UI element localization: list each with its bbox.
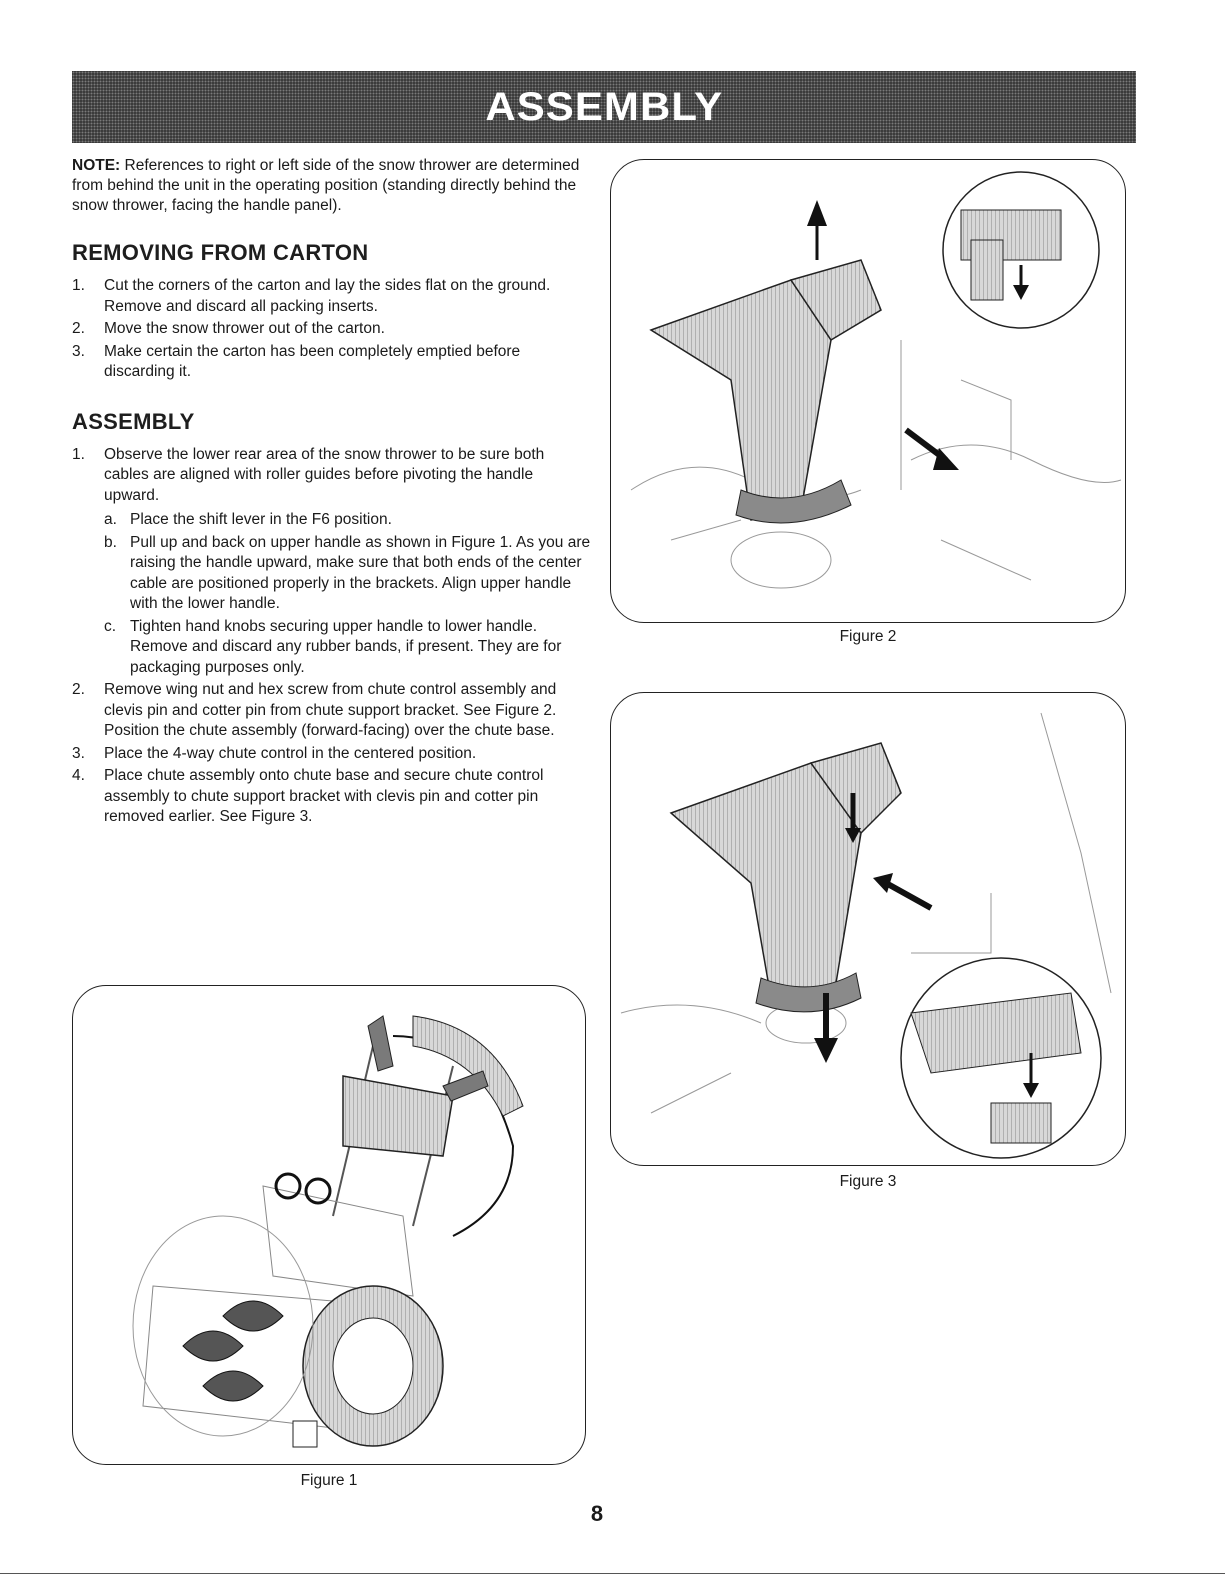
removing-heading: REMOVING FROM CARTON xyxy=(72,240,369,265)
left-column: NOTE: References to right or left side o… xyxy=(72,156,592,854)
step-text: Observe the lower rear area of the snow … xyxy=(104,445,545,504)
step-text: Place the 4-way chute control in the cen… xyxy=(104,744,477,762)
step-text: Move the snow thrower out of the carton. xyxy=(104,320,385,337)
step-text: Remove wing nut and hex screw from chute… xyxy=(104,681,557,739)
step-number: 3. xyxy=(72,342,85,360)
figure-1-illustration xyxy=(72,985,586,1465)
chute-install-drawing xyxy=(620,712,1112,1159)
figure-2-illustration xyxy=(610,159,1126,623)
removing-steps: 1. Cut the corners of the carton and lay … xyxy=(72,276,592,383)
page-title: ASSEMBLY xyxy=(485,84,723,129)
substep-letter: b. xyxy=(104,533,117,551)
removing-step-2: 2. Move the snow thrower out of the carto… xyxy=(72,319,592,340)
figure-3-caption: Figure 3 xyxy=(839,1173,897,1190)
note-label: NOTE: xyxy=(72,157,121,174)
substep-letter: a. xyxy=(104,511,117,528)
assembly-steps: 1. Observe the lower rear area of the sno… xyxy=(72,445,592,828)
step-number: 2. xyxy=(72,320,85,337)
header-banner: ASSEMBLY xyxy=(72,71,1136,143)
assembly-step-1: 1. Observe the lower rear area of the sno… xyxy=(72,445,592,679)
assembly-substeps: a. Place the shift lever in the F6 positi… xyxy=(104,510,592,678)
figure-1-caption: Figure 1 xyxy=(300,1472,358,1489)
step-text: Place chute assembly onto chute base and… xyxy=(104,767,544,825)
assembly-step-3: 3. Place the 4-way chute control in the c… xyxy=(72,744,592,765)
snow-thrower-drawing xyxy=(132,1015,524,1448)
assembly-substep-a: a. Place the shift lever in the F6 positi… xyxy=(104,510,592,531)
step-number: 4. xyxy=(72,767,85,784)
figure-3-illustration xyxy=(610,692,1126,1166)
step-text: Make certain the carton has been complet… xyxy=(104,342,521,381)
assembly-step-4: 4. Place chute assembly onto chute base a… xyxy=(72,766,592,828)
assembly-step-2: 2. Remove wing nut and hex screw from chu… xyxy=(72,680,592,742)
chute-removal-drawing xyxy=(630,171,1122,589)
assembly-substep-b: b. Pull up and back on upper handle as sh… xyxy=(104,533,592,615)
step-number: 1. xyxy=(72,445,85,463)
figure-2-caption: Figure 2 xyxy=(839,628,897,645)
substep-text: Tighten hand knobs securing upper handle… xyxy=(130,617,562,676)
substep-text: Pull up and back on upper handle as show… xyxy=(130,533,591,613)
assembly-substep-c: c. Tighten hand knobs securing upper hand… xyxy=(104,617,592,679)
step-number: 2. xyxy=(72,681,85,698)
removing-step-3: 3. Make certain the carton has been compl… xyxy=(72,342,592,383)
note-paragraph: NOTE: References to right or left side o… xyxy=(72,156,592,216)
step-text: Cut the corners of the carton and lay th… xyxy=(104,277,551,315)
note-text: References to right or left side of the … xyxy=(72,157,580,214)
step-number: 3. xyxy=(72,744,85,762)
bottom-rule xyxy=(0,1573,1225,1574)
page-number: 8 xyxy=(590,1501,604,1526)
step-number: 1. xyxy=(72,277,85,294)
assembly-heading: ASSEMBLY xyxy=(72,408,195,434)
removing-step-1: 1. Cut the corners of the carton and lay … xyxy=(72,276,592,317)
substep-text: Place the shift lever in the F6 position… xyxy=(130,511,392,528)
substep-letter: c. xyxy=(104,617,117,635)
